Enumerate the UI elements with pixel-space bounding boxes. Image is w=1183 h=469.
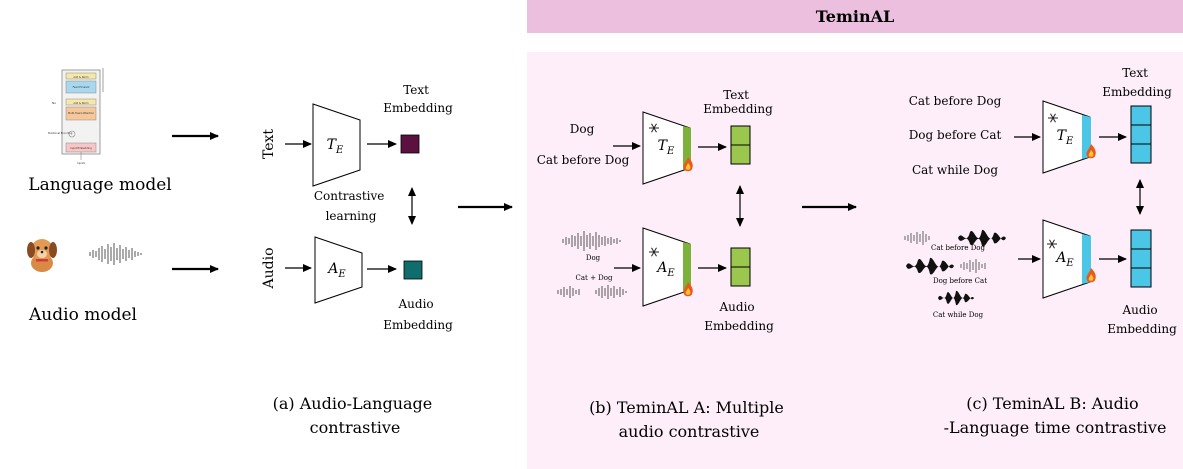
audio-input-cat-plus-dog: Cat + Dog [576, 274, 613, 282]
text-input-cat-before-dog: Cat before Dog [537, 153, 630, 167]
text-input-cat-before-dog-c: Cat before Dog [909, 94, 1002, 108]
waveform-cat-while-dog [938, 290, 974, 306]
text-input-dog-before-cat-c: Dog before Cat [909, 128, 1002, 142]
text-encoder-c-label: TE [1057, 128, 1074, 147]
audio-embedding-c-3 [1130, 267, 1152, 288]
panel-a: Add & Norm Feed Forward Add & Norm Multi… [27, 68, 453, 437]
dog-icon [27, 239, 57, 272]
banner-title: TeminAL [816, 7, 895, 26]
audio-embedding-label-c: Audio Embedding [1107, 303, 1177, 336]
audio-waveform-icon [89, 243, 142, 265]
audio-embedding-label-a: Audio Embedding [383, 297, 453, 332]
audio-encoder-a [314, 236, 363, 304]
audio-adapter-b [683, 242, 691, 292]
text-encoder-a [312, 103, 361, 187]
text-embedding-c-2 [1130, 124, 1152, 145]
text-encoder-b-label: TE [658, 138, 675, 157]
transformer-block-4: Multi-Head Attention [68, 111, 94, 115]
panel-c: Cat before Dog Dog before Cat Cat while … [904, 66, 1177, 437]
waveform-cat-plus-dog [557, 285, 627, 299]
audio-embedding-square [403, 260, 423, 280]
text-embedding-c-1 [1130, 105, 1152, 126]
language-model-label: Language model [28, 175, 171, 195]
text-embedding-c-3 [1130, 143, 1152, 164]
text-embedding-b-top [730, 125, 751, 146]
caption-c: (c) TeminAL B: Audio -Language time cont… [944, 394, 1167, 437]
transformer-block-5: Input Embedding [70, 146, 92, 150]
audio-embedding-b-bottom [730, 266, 751, 287]
audio-adapter-c [1082, 234, 1091, 284]
text-input-cat-while-dog-c: Cat while Dog [912, 163, 998, 177]
transformer-block-1: Add & Norm [73, 75, 89, 79]
waveform-cat-before-dog [904, 229, 1006, 247]
panel-b: Dog Cat before Dog TE Text Embedding Dog… [537, 88, 789, 441]
transformer-inputs-label: Inputs [77, 161, 85, 165]
contrastive-learning-label: Contrastive learning [314, 189, 388, 223]
text-side-label: Text [261, 129, 277, 159]
audio-embedding-b-top [730, 247, 751, 268]
text-encoder-a-label: TE [327, 137, 344, 156]
audio-input-dog-before-cat-c: Dog before Cat [933, 277, 987, 285]
audio-side-label: Audio [261, 248, 277, 290]
audio-embedding-c-1 [1130, 229, 1152, 250]
text-embedding-label-c: Text Embedding [1102, 66, 1172, 99]
caption-b: (b) TeminAL A: Multiple audio contrastiv… [589, 398, 789, 441]
text-embedding-label-b: Text Embedding [703, 88, 773, 116]
transformer-block-3: Add & Norm [73, 101, 89, 105]
waveform-dog-before-cat [906, 257, 986, 275]
transformer-block-2: Feed Forward [73, 85, 90, 89]
text-embedding-b-bottom [730, 144, 751, 165]
audio-embedding-c-2 [1130, 248, 1152, 269]
audio-model-label: Audio model [28, 305, 137, 325]
caption-a: (a) Audio-Language contrastive [273, 394, 438, 437]
audio-encoder-a-label: AE [326, 261, 346, 280]
text-adapter-c [1082, 115, 1091, 159]
transformer-architecture-sketch: Add & Norm Feed Forward Add & Norm Multi… [48, 68, 104, 165]
audio-input-cat-before-dog-c: Cat before Dog [931, 244, 986, 252]
teminal-banner [527, 0, 1183, 33]
audio-encoder-c-label: AE [1054, 250, 1074, 269]
audio-input-cat-while-dog-c: Cat while Dog [933, 311, 984, 319]
transformer-positional-label: Positional Encoding [48, 131, 73, 135]
audio-input-dog: Dog [586, 254, 601, 262]
text-embedding-label-a: Text Embedding [383, 83, 453, 115]
waveform-dog [562, 231, 621, 251]
audio-encoder-b-label: AE [655, 260, 675, 279]
text-input-dog: Dog [570, 122, 595, 136]
transformer-nx-label: Nx [52, 101, 56, 105]
text-embedding-square [400, 134, 420, 154]
audio-embedding-label-b: Audio Embedding [704, 300, 774, 333]
